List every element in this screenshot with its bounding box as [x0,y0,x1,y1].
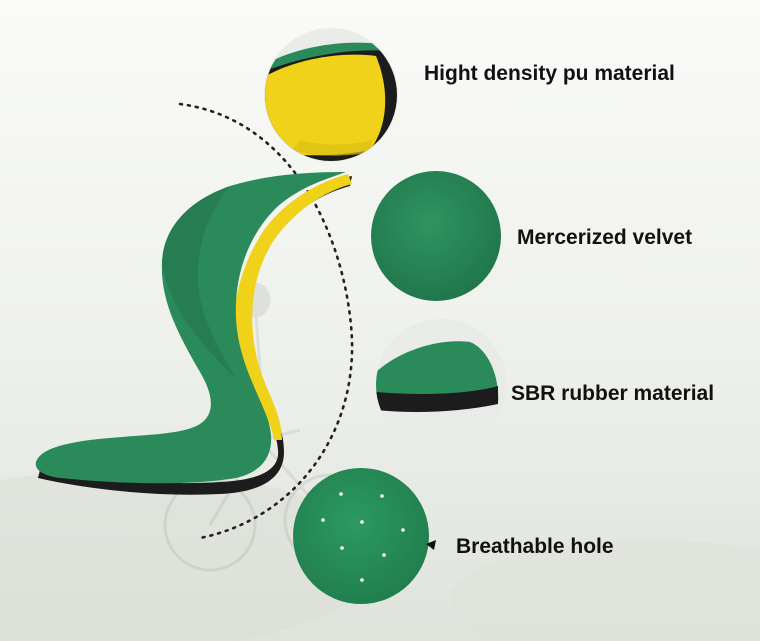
insole [35,172,352,495]
detail-circle-holes [293,468,436,604]
insole-pu-layer [233,174,352,440]
label-mercerized-velvet: Mercerized velvet [517,226,693,249]
detail-circle-sbr [375,319,507,451]
detail-circle-velvet [371,171,501,301]
background-haze [450,540,760,641]
detail-circle-pu [264,28,398,162]
label-sbr-rubber: SBR rubber material [511,382,715,405]
background-haze [0,470,380,641]
label-breathable-hole: Breathable hole [456,535,614,558]
label-pu-material: Hight density pu material [424,62,675,85]
insole-shading [162,186,236,380]
pointer-arrow-icon [426,540,436,550]
